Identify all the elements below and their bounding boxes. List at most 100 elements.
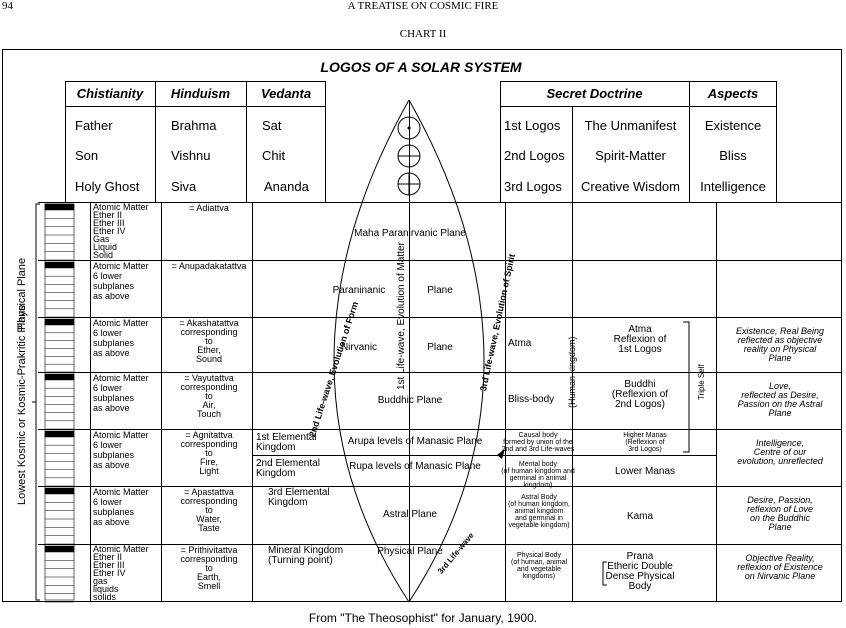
cell-2nd-logos: 2nd Logos (504, 148, 565, 163)
matter-list-line: subplanes (93, 393, 135, 403)
principle-label: Atma (508, 338, 576, 349)
cell-holy-ghost: Holy Ghost (75, 179, 140, 194)
reflex-label-line: Atma (628, 324, 652, 335)
cell-father: Father (75, 118, 113, 133)
cell-ananda: Ananda (264, 179, 309, 194)
aspect-label-line: reflexion of Existence (737, 562, 823, 572)
matter-list-line: subplanes (93, 338, 135, 348)
aspect-label-line: Centre of our (753, 447, 807, 457)
aspect-label-line: reflected as objective (737, 335, 823, 345)
matter-list-line: Atomic Matter (93, 430, 149, 440)
matter-list-line: Ether III (93, 560, 125, 570)
principle-label-lower-line: Mental body (518, 461, 558, 468)
kosmic-plane-label: Lowest Kosmic or Kosmic-Prakritic Plane (16, 304, 28, 505)
aspect-label-line: Existence, Real Being (735, 326, 825, 336)
tattva-list-line: = Anupadakatattva (171, 261, 247, 271)
matter-list-line: Ether IV (93, 568, 126, 578)
tattva-list-line: Sound (195, 354, 223, 364)
header-hinduism: Hinduism (170, 86, 231, 101)
chart-title: LOGOS OF A SOLAR SYSTEM (320, 59, 522, 75)
aspect-label-line: Passion on the Astral (737, 399, 823, 409)
tattva-list-line: Ether, (197, 345, 221, 355)
matter-list-line: solids (93, 592, 117, 602)
principle-label-lower-line: germinal in animal (509, 475, 567, 482)
principle-label-line: Bliss-body (508, 393, 555, 405)
principle-label-line: animal kingdom (514, 508, 564, 515)
matter-list-line: as above (93, 291, 130, 301)
elemental-kingdom-1-line: 1st Elemental (256, 432, 317, 443)
aspect-label-line: on Nirvanic Plane (744, 571, 816, 581)
plane-name: Maha Paranirvanic Plane (354, 228, 466, 239)
aspect-label-line: reflected as Desire, (741, 390, 819, 400)
reflex-label-line: (Reflexion of (625, 439, 665, 446)
cell-existence: Existence (704, 118, 762, 133)
tattva-list-line: = Prithivitattva (180, 545, 238, 555)
ruler-atomic-band (44, 373, 75, 381)
tattva-list-line: corresponding (180, 554, 238, 564)
principle-label-line: Causal body (518, 432, 558, 439)
reflex-label-line: Etheric Double (607, 561, 673, 572)
principle-label-line: kingdoms) (522, 573, 556, 580)
cell-intelligence: Intelligence (700, 179, 766, 194)
principle-label-lower-line: (of human kingdom and (501, 468, 575, 475)
tattva-list-line: corresponding (180, 327, 238, 337)
tattva-list-line: = Adiattva (189, 203, 229, 213)
plane-name: Nirvanic (340, 342, 378, 353)
aspect-label-line: reflexion of Love (746, 504, 814, 514)
matter-list-line: subplanes (93, 450, 135, 460)
reflex-label-lower: Lower Manas (600, 467, 690, 477)
principle-label-line: Physical Body (517, 552, 561, 559)
matter-list-line: 6 lower (93, 440, 123, 450)
header-christianity: Chistianity (76, 86, 144, 101)
reflex-label-lower-line: Lower Manas (614, 466, 676, 477)
cell-3rd-logos: 3rd Logos (504, 179, 562, 194)
cell-chit: Chit (262, 148, 286, 163)
reflex-label-line: 3rd Logos) (628, 446, 662, 453)
kingdom-label: Mineral Kingdom(Turning point) (268, 546, 348, 566)
principle-label-line: Astral Body (521, 494, 557, 501)
cell-bliss: Bliss (719, 148, 747, 163)
cell-sat: Sat (262, 118, 282, 133)
matter-list-line: Ether II (93, 552, 123, 562)
matter-list-line: as above (93, 403, 130, 413)
matter-list-line: Atomic Matter (93, 318, 149, 328)
reflex-label-line: Buddhi (624, 379, 656, 390)
principle-label-lower-line: kingdom) (523, 482, 553, 489)
tattva-list: = Adiattva (166, 204, 252, 213)
tattva-list-line: = Apastattva (184, 487, 234, 497)
physical-plane-label: Physical Plane (16, 257, 28, 330)
principle-label-line: (of human kingdom, (508, 501, 570, 508)
matter-list-line: as above (93, 517, 130, 527)
matter-list-line: 6 lower (93, 271, 123, 281)
principle-label-line: and germinal in (515, 515, 563, 522)
ruler-atomic-band (44, 203, 75, 211)
matter-list-line: Ether IV (93, 226, 126, 236)
kingdom-label-line: 3rd Elemental (268, 487, 330, 498)
matter-list-line: Solid (93, 250, 114, 260)
plane-name: Arupa levels of Manasic Plane (347, 436, 483, 447)
tattva-list-line: to (205, 505, 213, 515)
ruler-atomic-band (44, 261, 75, 269)
reflex-label-line: Prana (626, 551, 654, 562)
reflex-label-line: Higher Manas (623, 432, 667, 439)
matter-list-line: Ether II (93, 210, 123, 220)
aspect-label-line: Plane (768, 408, 792, 418)
ruler-atomic-band (44, 430, 75, 438)
matter-list-line: Atomic Matter (93, 544, 149, 554)
principle-label-line: 2nd and 3rd Life-waves (501, 446, 575, 453)
aspect-label-line: Plane (768, 353, 792, 363)
matter-list-line: 6 lower (93, 497, 123, 507)
cell-son: Son (75, 148, 99, 163)
